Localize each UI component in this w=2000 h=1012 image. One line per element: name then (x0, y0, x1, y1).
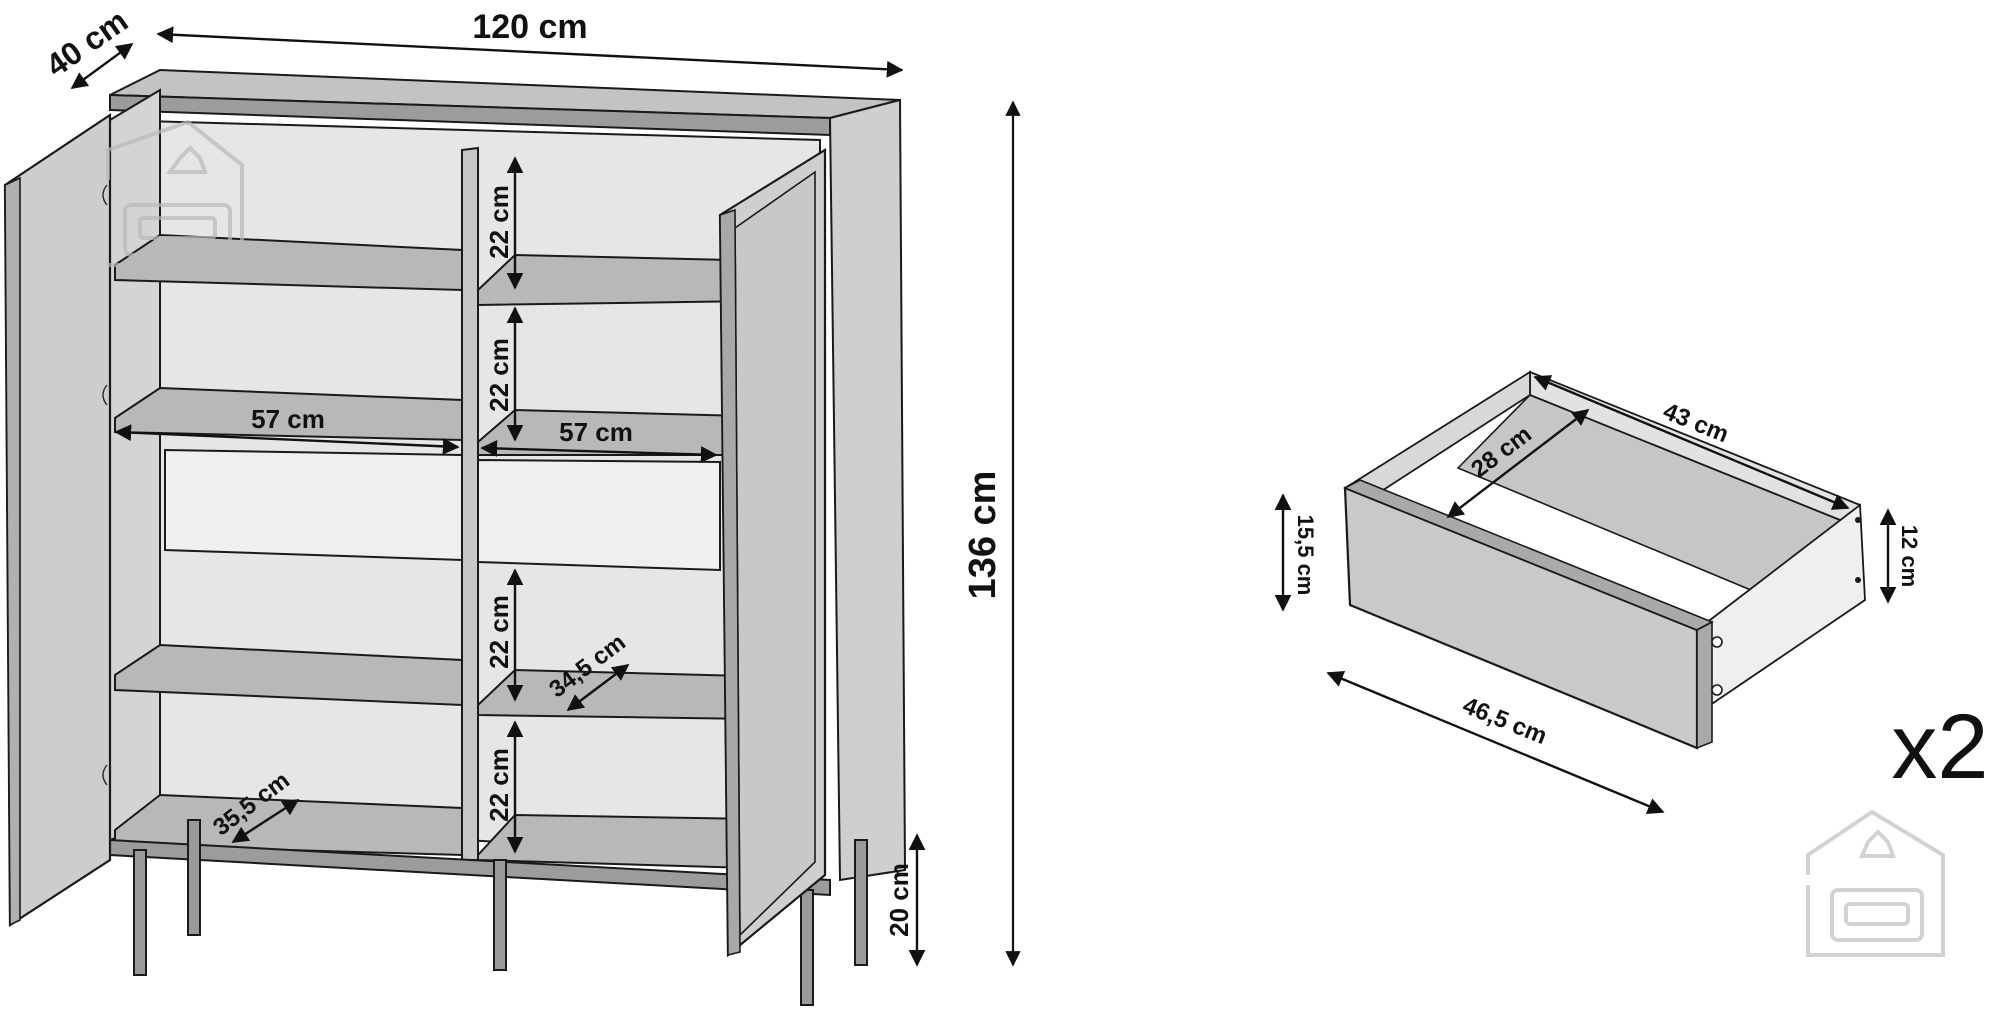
cabinet-right-side (828, 98, 907, 882)
dimension-label-depth: 40 cm (39, 2, 134, 84)
cabinet-left-side (109, 88, 161, 842)
cabinet-leg (187, 819, 201, 936)
dimension-label-width: 120 cm (472, 8, 587, 46)
dimension-label-leg-height: 20 cm (884, 863, 914, 937)
dimension-label-compartment-left: 57 cm (251, 404, 325, 434)
cabinet-drawer-right (477, 458, 721, 572)
dimension-label-shelf-gap: 22 cm (484, 748, 514, 822)
door-edge (719, 208, 741, 957)
drawer-screw-hole (1855, 577, 1861, 583)
dimension-label-drawer-outer-width: 46,5 cm (1459, 692, 1551, 750)
dimension-label-shelf-gap: 22 cm (484, 338, 514, 412)
drawer-quantity-label: x2 (1891, 696, 1988, 798)
cabinet-leg (133, 849, 147, 976)
door-hinge (102, 384, 108, 406)
drawer-screw-hole (1711, 684, 1723, 696)
dimension-arrow-inner-depth-left (231, 798, 300, 844)
house-sofa-logo-icon (1806, 809, 1945, 957)
dimension-label-height: 136 cm (962, 471, 1004, 600)
cabinet-leg (854, 839, 868, 966)
dimension-arrow-drawer-inner-width (1533, 375, 1850, 510)
cabinet-leg (493, 859, 507, 971)
dimension-label-drawer-outer-height: 15,5 cm (1293, 515, 1318, 596)
door-edge (4, 176, 21, 927)
dimension-arrow-width (156, 26, 904, 78)
door-hinge (102, 764, 108, 786)
dimension-label-shelf-gap: 22 cm (484, 185, 514, 259)
cabinet-leg (800, 889, 814, 1006)
cabinet-center-divider (461, 146, 479, 861)
door-hinge (102, 184, 108, 206)
dimension-label-drawer-inner-height: 12 cm (1897, 525, 1922, 587)
dimension-arrow-drawer-outer-width (1326, 671, 1665, 814)
drawer-drawing (1343, 370, 1866, 750)
drawer-screw-hole (1711, 636, 1723, 648)
drawer-front-side-edge (1696, 620, 1713, 750)
door-glass-frame (734, 170, 816, 937)
house-sofa-logo-icon (106, 119, 244, 267)
shelf (114, 643, 463, 707)
dimension-arrow-inner-depth-right (566, 663, 630, 712)
dimension-label-compartment-right: 57 cm (559, 417, 633, 447)
dimension-arrow-compartment-left (114, 424, 460, 455)
dimension-label-shelf-gap: 22 cm (484, 595, 514, 669)
dimension-arrow-depth (70, 43, 134, 89)
dimension-arrow-compartment-right (480, 440, 718, 463)
cabinet-drawer-left (164, 448, 463, 562)
dimension-arrow-drawer-inner-depth (1446, 408, 1590, 519)
cabinet-drawing (3, 68, 907, 1006)
drawer-screw-hole (1855, 517, 1861, 523)
